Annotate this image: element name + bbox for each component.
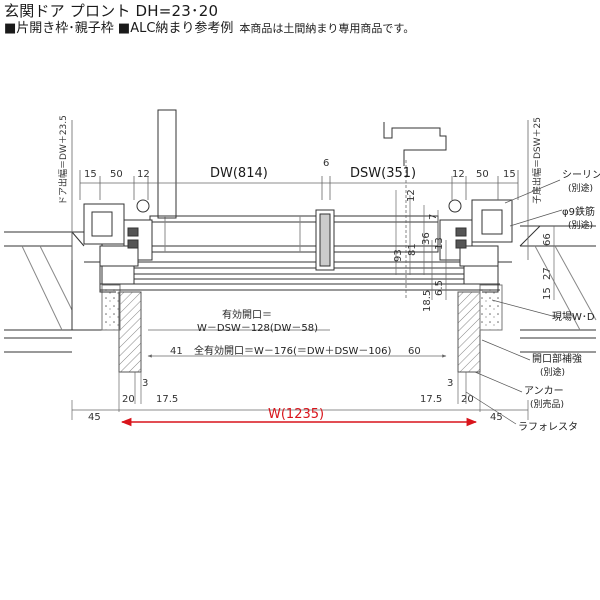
effective-opening-formula: W－DSW－128(DW－58) bbox=[197, 323, 318, 334]
bdim-right-20: 20 bbox=[461, 394, 474, 405]
bdim-left-20: 20 bbox=[122, 394, 135, 405]
vdim-36: 36 bbox=[421, 232, 432, 245]
concrete-right bbox=[479, 284, 503, 331]
total-opening-label: 全有効開口＝W－176(＝DW＋DSW－106) bbox=[194, 344, 391, 357]
callout-sealing: シーリング bbox=[562, 168, 600, 181]
vdim-12: 12 bbox=[406, 189, 417, 202]
opening-60: 60 bbox=[408, 346, 421, 357]
callout-reinforce: 開口部補強 bbox=[532, 352, 582, 365]
dim-dsw: DSW(351) bbox=[350, 166, 416, 181]
alc-block-right bbox=[457, 291, 481, 373]
concrete-left bbox=[101, 284, 121, 331]
bdim-left-3: 3 bbox=[142, 378, 148, 389]
left-wall bbox=[4, 231, 103, 353]
door-width-left-label: ドア出幅＝DW＋23.5 bbox=[57, 115, 69, 205]
vdim-93: 93 bbox=[393, 249, 404, 262]
vdim-7: 7 bbox=[428, 214, 439, 220]
rdim-27: 27 bbox=[542, 267, 553, 280]
dim-left-50: 50 bbox=[110, 169, 123, 180]
dim-right-50: 50 bbox=[476, 169, 489, 180]
bdim-outer-left-45: 45 bbox=[88, 412, 101, 423]
dim-dw: DW(814) bbox=[210, 166, 268, 181]
threshold bbox=[100, 261, 500, 291]
callout-anchor: アンカー bbox=[524, 385, 564, 397]
dim-left-15: 15 bbox=[84, 169, 97, 180]
alc-block-left bbox=[118, 291, 142, 373]
page-subtitle: ■片開き枠･親子枠 ■ALC納まり参考例本商品は土間納まり専用商品です。 bbox=[4, 20, 596, 37]
top-dimension-line bbox=[71, 120, 529, 300]
callout-leaders bbox=[465, 179, 563, 425]
header: 玄関ドア プロント DH=23･20 ■片開き枠･親子枠 ■ALC納まり参考例本… bbox=[4, 2, 596, 37]
bdim-outer-right-45: 45 bbox=[490, 412, 503, 423]
page-title: 玄関ドア プロント DH=23･20 bbox=[4, 2, 219, 20]
opening-41: 41 bbox=[170, 346, 183, 357]
door-width-right-label: 子扉出幅＝DSW＋25 bbox=[531, 117, 543, 204]
vdim-13: 13 bbox=[434, 237, 445, 250]
callout-sealing-sub: (別途) bbox=[568, 182, 593, 194]
bottom-dim-ticks bbox=[71, 372, 529, 420]
right-wall bbox=[519, 225, 597, 353]
callout-rafuresuta: ラフォレスタ bbox=[518, 421, 578, 433]
child-hinge-bar bbox=[383, 122, 447, 166]
callout-rebar: φ9鉄筋 bbox=[562, 205, 595, 218]
dim-left-12: 12 bbox=[137, 169, 150, 180]
callout-reinforce-sub: (別途) bbox=[540, 366, 565, 378]
rdim-66: 66 bbox=[542, 233, 553, 246]
bdim-right-3: 3 bbox=[447, 378, 453, 389]
subtitle-note: 本商品は土間納まり専用商品です。 bbox=[239, 22, 415, 35]
vdim-81: 81 bbox=[407, 243, 418, 256]
dim-right-15: 15 bbox=[503, 169, 516, 180]
w-dimension-label: W(1235) bbox=[268, 407, 324, 422]
vdim-6-5: 6.5 bbox=[434, 280, 445, 296]
bdim-right-17-5: 17.5 bbox=[420, 394, 442, 405]
rdim-15: 15 bbox=[542, 287, 553, 300]
dim-six: 6 bbox=[323, 158, 329, 169]
subtitle-text: ■片開き枠･親子枠 ■ALC納まり参考例 bbox=[4, 21, 234, 36]
callout-anchor-sub: (別売品) bbox=[530, 398, 564, 410]
frame-left bbox=[83, 199, 153, 293]
effective-opening-label: 有効開口＝ bbox=[222, 308, 272, 321]
dim-right-12: 12 bbox=[452, 169, 465, 180]
door-leaf-main bbox=[149, 215, 319, 253]
frame-right bbox=[439, 199, 513, 293]
callout-rebar-sub: (別途) bbox=[568, 219, 593, 231]
vertical-dim-lines bbox=[395, 190, 447, 300]
door-handle bbox=[157, 109, 177, 219]
meeting-stile bbox=[315, 209, 335, 271]
vdim-18-5: 18.5 bbox=[422, 290, 433, 312]
bdim-left-17-5: 17.5 bbox=[156, 394, 178, 405]
callout-genba: 現場W･D bbox=[552, 310, 595, 323]
